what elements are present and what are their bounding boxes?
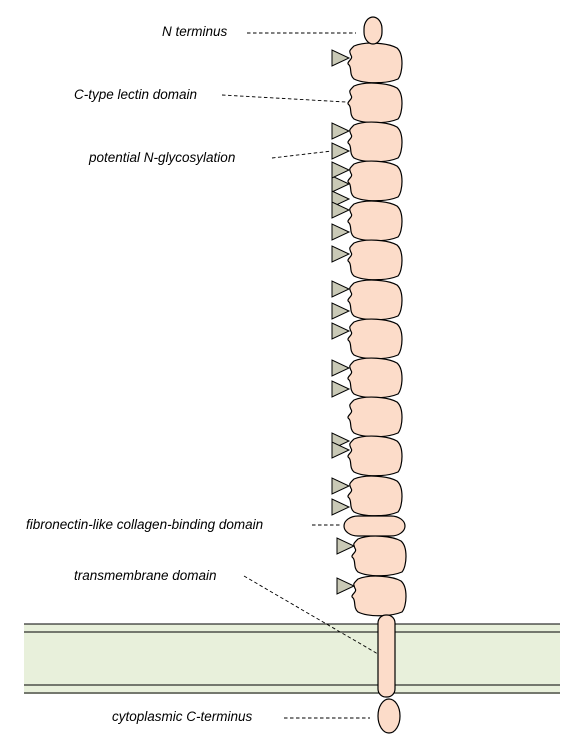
ctype-lectin-domain bbox=[347, 357, 403, 399]
leader-ctype-lectin bbox=[221, 94, 347, 103]
fibronectin-domain bbox=[343, 515, 406, 537]
ctype-lectin-domain bbox=[347, 160, 403, 202]
n-glycosylation-triangle bbox=[331, 201, 351, 219]
leader-transmembrane bbox=[243, 575, 379, 655]
ctype-lectin-domain bbox=[347, 121, 403, 163]
ctype-lectin-domain bbox=[347, 200, 403, 242]
n-glycosylation-triangle bbox=[331, 245, 351, 263]
ctype-lectin-domain bbox=[347, 82, 403, 124]
n-glycosylation-triangle bbox=[331, 441, 351, 459]
ctype-lectin-domain bbox=[347, 396, 403, 438]
n-terminus-bead bbox=[363, 16, 383, 45]
n-glycosylation-triangle bbox=[331, 322, 351, 340]
label-ctype-lectin-domain: C-type lectin domain bbox=[74, 87, 197, 102]
n-glycosylation-triangle bbox=[331, 477, 351, 495]
n-glycosylation-triangle bbox=[331, 142, 351, 160]
ctype-lectin-domain bbox=[347, 318, 403, 360]
transmembrane-domain bbox=[377, 614, 396, 698]
label-n-glycosylation: potential N-glycosylation bbox=[88, 150, 235, 165]
ctype-lectin-domain bbox=[347, 279, 403, 321]
ctype-lectin-domain bbox=[347, 435, 403, 477]
n-glycosylation-triangle bbox=[331, 359, 351, 377]
leader-n-glycosylation bbox=[271, 150, 333, 159]
label-cytoplasmic-c-terminus: cytoplasmic C-terminus bbox=[112, 709, 253, 724]
n-glycosylation-triangle bbox=[331, 280, 351, 298]
n-glycosylation-triangle bbox=[331, 122, 351, 140]
n-glycosylation-triangle bbox=[331, 190, 351, 208]
n-glycosylation-triangle bbox=[331, 380, 351, 398]
protein-chain bbox=[343, 16, 407, 734]
n-glycosylation-triangle bbox=[336, 537, 356, 555]
n-glycosylation-triangle bbox=[331, 161, 351, 179]
membrane-band bbox=[24, 624, 560, 694]
n-glycosylation-triangle bbox=[336, 577, 356, 595]
ctype-lectin-domain bbox=[347, 239, 403, 281]
n-glycosylation-triangle bbox=[331, 498, 351, 516]
ctype-lectin-domain bbox=[351, 575, 407, 617]
n-glycosylation-triangle bbox=[331, 49, 351, 67]
leader-lines bbox=[221, 32, 379, 719]
label-n-terminus: N terminus bbox=[162, 24, 228, 39]
n-glycosylation-triangle bbox=[331, 223, 351, 241]
ctype-lectin-domain bbox=[347, 475, 403, 517]
n-glycosylation-triangle bbox=[331, 302, 351, 320]
ctype-lectin-domain bbox=[351, 535, 407, 577]
label-transmembrane-domain: transmembrane domain bbox=[74, 568, 217, 583]
label-fibronectin-domain: fibronectin-like collagen-binding domain bbox=[26, 517, 263, 532]
n-glycosylation-triangle bbox=[331, 175, 351, 193]
cell-membrane bbox=[24, 623, 560, 694]
cytoplasmic-c-terminus-bead bbox=[377, 698, 401, 734]
glycosylation-sites bbox=[331, 49, 356, 595]
ctype-lectin-domain bbox=[347, 42, 403, 84]
